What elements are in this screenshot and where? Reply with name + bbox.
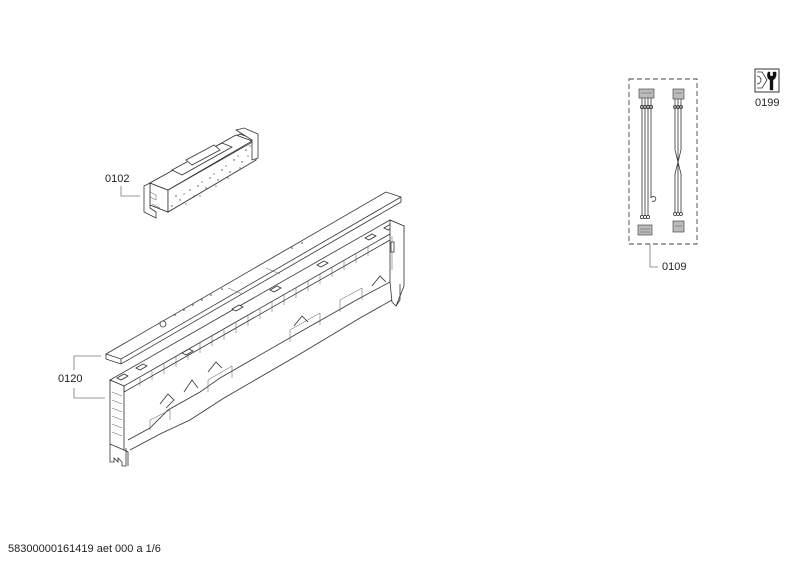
part-label-0199: 0199 — [755, 97, 780, 109]
part-0109-harness[interactable] — [637, 88, 685, 236]
part-0120-strip[interactable] — [105, 191, 402, 365]
part-0109-group-box — [628, 78, 698, 245]
document-id-footer: 58300000161419 aet 000 a 1/6 — [8, 543, 161, 555]
leader-line-0102 — [120, 186, 140, 197]
leader-line-0120-fascia — [73, 388, 105, 399]
part-label-0102: 0102 — [105, 173, 130, 185]
part-0102-module[interactable] — [143, 127, 259, 219]
wrench-nut-icon[interactable] — [754, 68, 780, 93]
part-label-0120: 0120 — [58, 373, 83, 385]
part-0120-fascia[interactable] — [109, 219, 405, 467]
leader-line-0109 — [649, 244, 658, 268]
leader-line-0120-strip — [73, 355, 101, 370]
part-label-0109: 0109 — [662, 261, 687, 273]
